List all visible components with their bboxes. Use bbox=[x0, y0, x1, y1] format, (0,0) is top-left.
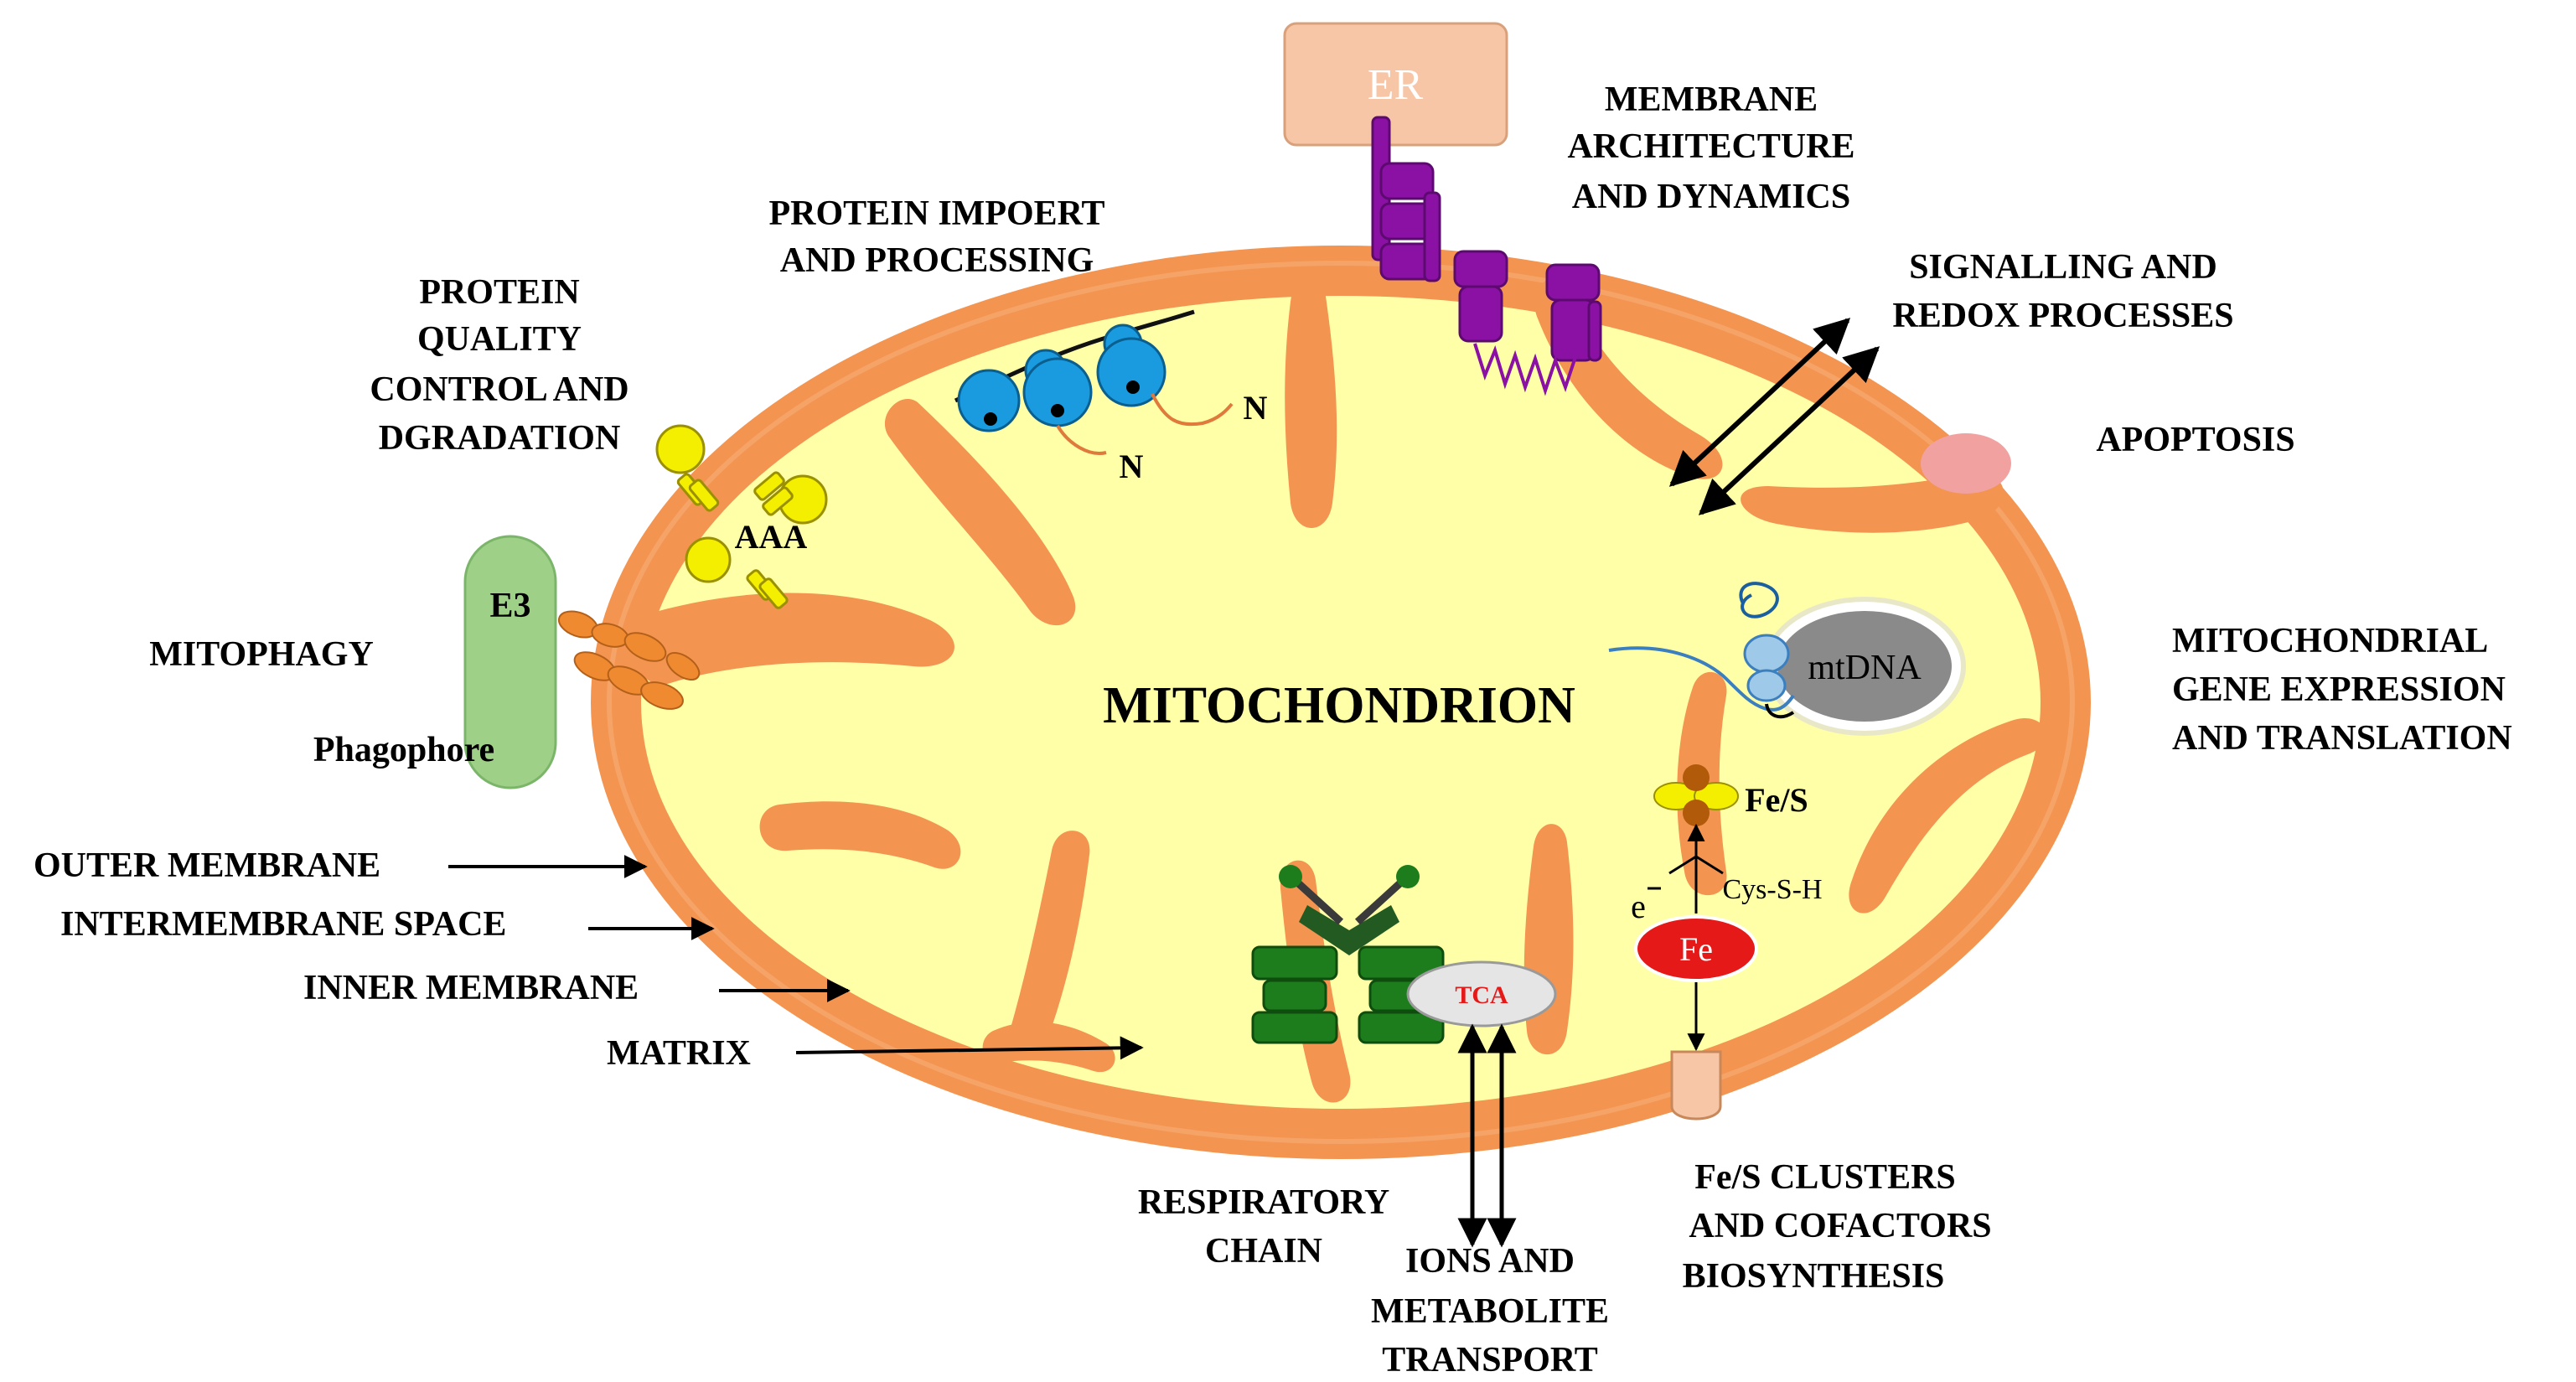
svg-text:METABOLITE: METABOLITE bbox=[1371, 1292, 1609, 1331]
svg-text:PROTEIN: PROTEIN bbox=[419, 273, 579, 312]
fes-clusters-label: Fe/S CLUSTERS AND COFACTORS BIOSYNTHESIS bbox=[1683, 1158, 1992, 1296]
intermembrane-space-label: INTERMEMBRANE SPACE bbox=[60, 905, 506, 944]
membrane-architecture-label: MEMBRANE ARCHITECTURE AND DYNAMICS bbox=[1567, 80, 1854, 216]
mtdna-strand bbox=[1608, 646, 1795, 712]
mtdna-body bbox=[1777, 611, 1952, 722]
svg-text:GENE EXPRESSION: GENE EXPRESSION bbox=[2172, 670, 2506, 709]
svg-text:MEMBRANE: MEMBRANE bbox=[1605, 80, 1818, 119]
svg-text:AND TRANSLATION: AND TRANSLATION bbox=[2172, 719, 2512, 758]
outer-membrane-label: OUTER MEMBRANE bbox=[34, 846, 380, 885]
signalling-label: SIGNALLING AND REDOX PROCESSES bbox=[1892, 248, 2233, 335]
svg-text:CHAIN: CHAIN bbox=[1205, 1232, 1322, 1271]
svg-text:Fe/S CLUSTERS: Fe/S CLUSTERS bbox=[1694, 1158, 1956, 1197]
intermembrane-highlight bbox=[607, 261, 2075, 1144]
svg-text:MITOCHONDRIAL: MITOCHONDRIAL bbox=[2172, 622, 2488, 660]
mitoribosome bbox=[1739, 582, 1795, 719]
fe-label: Fe bbox=[1679, 930, 1713, 968]
atp-synthase-head bbox=[1279, 865, 1420, 955]
protein-import-label: PROTEIN IMPOERT AND PROCESSING bbox=[768, 194, 1104, 280]
mtdna-label: mtDNA bbox=[1808, 649, 1922, 687]
tether-zigzag bbox=[1473, 343, 1577, 396]
membrane-tether-proteins bbox=[1371, 116, 1602, 362]
er-label: ER bbox=[1368, 61, 1424, 109]
svg-text:RESPIRATORY: RESPIRATORY bbox=[1138, 1183, 1389, 1222]
svg-text:AND COFACTORS: AND COFACTORS bbox=[1689, 1207, 1991, 1245]
svg-text:AND DYNAMICS: AND DYNAMICS bbox=[1572, 178, 1851, 216]
svg-text:PROTEIN IMPOERT: PROTEIN IMPOERT bbox=[768, 194, 1104, 233]
respiratory-chain-label: RESPIRATORY CHAIN bbox=[1138, 1183, 1389, 1271]
svg-text:QUALITY: QUALITY bbox=[417, 320, 582, 359]
inner-membrane-label: INNER MEMBRANE bbox=[303, 969, 639, 1007]
aaa-label: AAA bbox=[735, 518, 808, 556]
apoptosis-spot bbox=[1921, 433, 2011, 494]
n-terminus-label-1: N bbox=[1120, 448, 1144, 485]
electron-label: e bbox=[1631, 888, 1646, 925]
phagophore-label: Phagophore bbox=[313, 731, 494, 769]
mitophagy-label: MITOPHAGY bbox=[149, 635, 374, 674]
n-terminus-label-2: N bbox=[1244, 389, 1268, 427]
mitochondrion-title: MITOCHONDRION bbox=[1103, 677, 1575, 734]
svg-text:DGRADATION: DGRADATION bbox=[379, 419, 621, 458]
fe-transporter bbox=[1670, 1050, 1722, 1121]
phagophore bbox=[463, 535, 557, 789]
signalling-arrow-2 bbox=[1698, 346, 1880, 515]
apoptosis-label: APOPTOSIS bbox=[2096, 421, 2294, 459]
ubiquitin-ligases bbox=[557, 610, 701, 710]
svg-text:REDOX PROCESSES: REDOX PROCESSES bbox=[1892, 297, 2233, 335]
fes-label: Fe/S bbox=[1745, 781, 1808, 819]
protein-quality-label: PROTEIN QUALITY CONTROL AND DGRADATION bbox=[370, 273, 628, 458]
ions-metabolite-label: IONS AND METABOLITE TRANSPORT bbox=[1371, 1242, 1609, 1379]
svg-text:SIGNALLING AND: SIGNALLING AND bbox=[1909, 248, 2217, 287]
matrix-arrow bbox=[795, 1036, 1144, 1060]
tca-label: TCA bbox=[1455, 981, 1508, 1009]
e3-label: E3 bbox=[489, 587, 530, 625]
svg-text:ARCHITECTURE: ARCHITECTURE bbox=[1567, 127, 1854, 166]
cys-bracket bbox=[1668, 855, 1724, 875]
svg-text:IONS AND: IONS AND bbox=[1405, 1242, 1575, 1281]
er-box bbox=[1283, 22, 1508, 147]
cys-label: Cys-S-H bbox=[1722, 874, 1822, 905]
svg-text:TRANSPORT: TRANSPORT bbox=[1382, 1341, 1598, 1379]
svg-text:AND PROCESSING: AND PROCESSING bbox=[780, 241, 1094, 280]
gene-expression-label: MITOCHONDRIAL GENE EXPRESSION AND TRANSL… bbox=[2172, 622, 2512, 758]
aaa-proteases bbox=[655, 424, 828, 609]
svg-text:CONTROL AND: CONTROL AND bbox=[370, 370, 628, 409]
matrix-label: MATRIX bbox=[607, 1034, 751, 1073]
fe-atom bbox=[1634, 915, 1758, 982]
import-complex bbox=[954, 309, 1234, 455]
fes-cluster-icon bbox=[1653, 764, 1739, 826]
svg-text:BIOSYNTHESIS: BIOSYNTHESIS bbox=[1683, 1257, 1945, 1296]
